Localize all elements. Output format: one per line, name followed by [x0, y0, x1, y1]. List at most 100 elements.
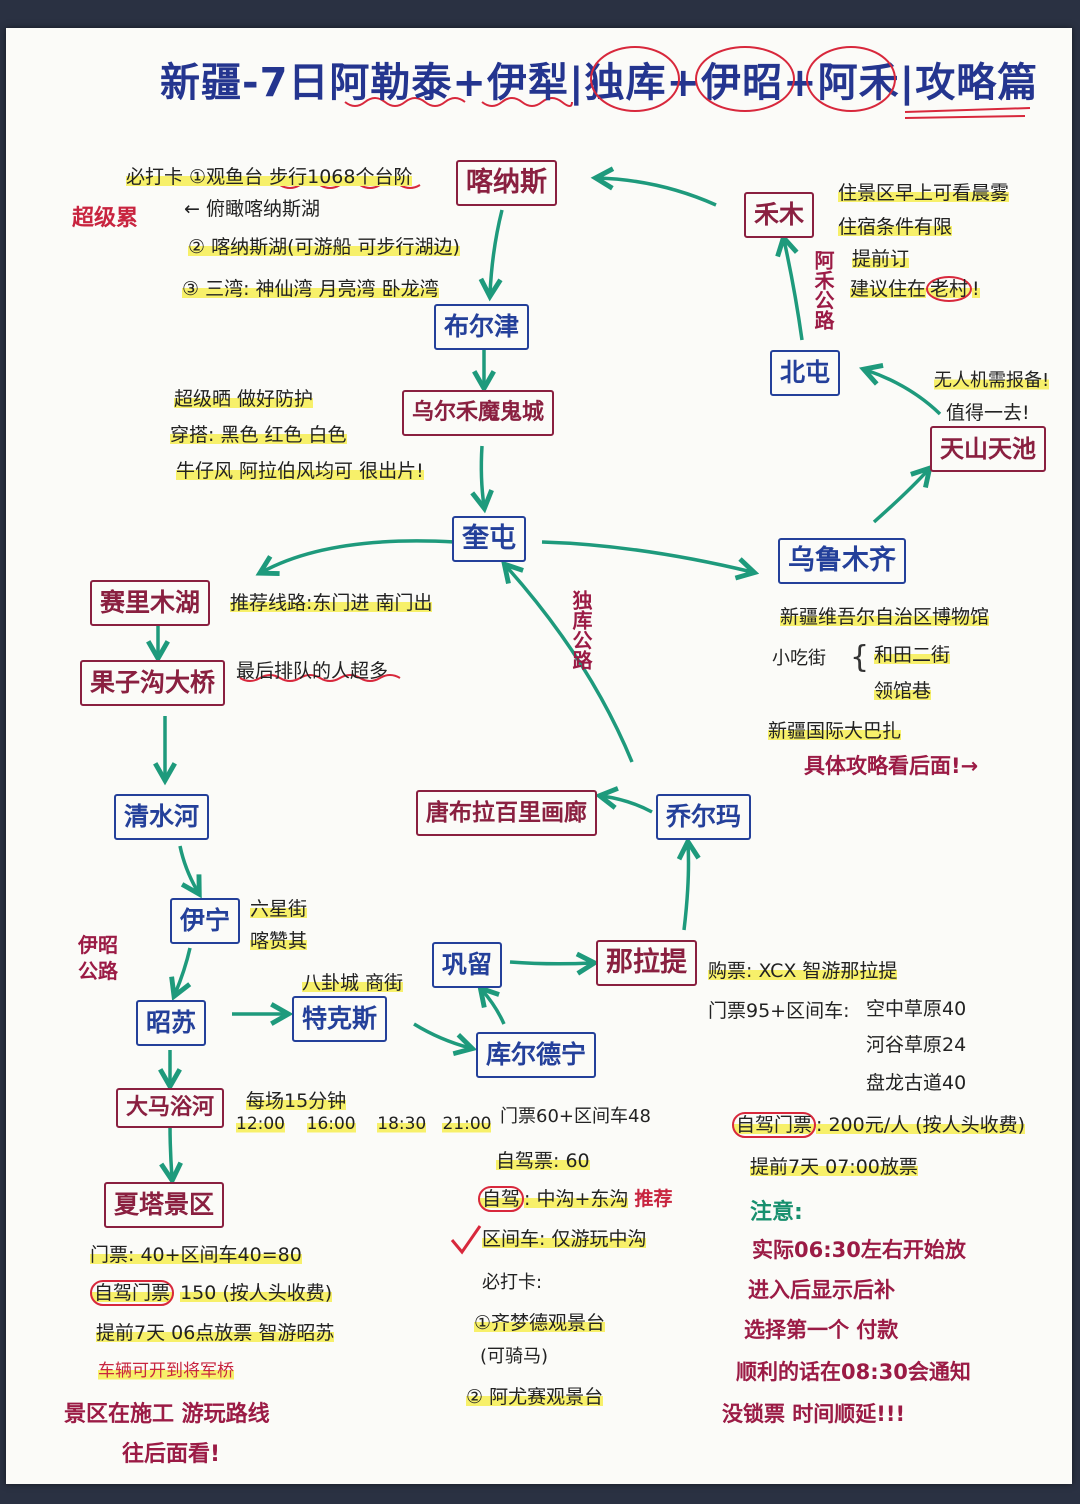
kanas-note-2: ← 俯瞰喀纳斯湖 [184, 198, 320, 220]
title-circle-duku [590, 46, 680, 112]
kuerdening-note-5: 必打卡: [482, 1272, 543, 1293]
underline-guozigou-note [239, 674, 401, 682]
damayuhe-times: 12:00 16:00 18:30 21:00 [236, 1114, 492, 1134]
nalati-option-3: 盘龙古道40 [866, 1072, 967, 1094]
yining-note-1: 六星街 [250, 898, 308, 920]
nalati-note-8: 顺利的话在08:30会通知 [736, 1360, 971, 1384]
node-xiata[interactable]: 夏塔景区 [104, 1182, 225, 1228]
time-4: 21:00 [442, 1114, 492, 1134]
kuerdening-note-7: (可骑马) [480, 1346, 549, 1367]
xiata-note-3: 提前7天 06点放票 智游昭苏 [96, 1322, 335, 1344]
nalati-note-3: 自驾门票: 200元/人 (按人头收费) [732, 1110, 1025, 1138]
nalati-note-7: 选择第一个 付款 [744, 1318, 899, 1342]
title-underline-1 [344, 97, 466, 107]
node-qiaoerma[interactable]: 乔尔玛 [656, 794, 752, 840]
node-urumqi[interactable]: 乌鲁木齐 [778, 538, 906, 584]
node-tangbula[interactable]: 唐布拉百里画廊 [416, 790, 597, 836]
xiata-note-2: 自驾门票 150 (按人头收费) [90, 1278, 333, 1306]
hemu-note-2: 住宿条件有限 [838, 216, 953, 238]
arrow-kuerdening-gongliu [482, 990, 506, 1025]
road-yizhao-label: 伊昭公路 [78, 933, 118, 983]
arrow-nalati-qiaoerma [684, 844, 689, 931]
tianchi-note-1: 无人机需报备! [934, 370, 1050, 391]
nalati-note-1: 购票: XCX 智游那拉提 [708, 960, 898, 982]
node-zhaosu[interactable]: 昭苏 [136, 1000, 207, 1046]
node-hemu[interactable]: 禾木 [744, 192, 815, 238]
wuerhe-note-1: 超级晒 做好防护 [174, 388, 314, 410]
kanas-note-4: ③ 三湾: 神仙湾 月亮湾 卧龙湾 [182, 278, 439, 300]
nalati-note-5: 实际06:30左右开始放 [752, 1238, 966, 1262]
node-gongliu[interactable]: 巩留 [432, 942, 503, 988]
urumqi-snack-1: 和田二街 [874, 644, 951, 666]
kuerdening-note-3: 自驾: 中沟+东沟 推荐 [478, 1184, 672, 1212]
arrow-gongliu-nalati [509, 962, 592, 964]
node-kuerdening[interactable]: 库尔德宁 [476, 1032, 597, 1078]
arrow-kanas-buerjin [490, 209, 504, 294]
arrow-yining-zhaosu [175, 947, 192, 994]
nalati-note-6: 进入后显示后补 [748, 1278, 895, 1302]
xiata-note-4: 车辆可开到将军桥 [98, 1361, 234, 1381]
arrow-damayuhe-xiata [170, 1123, 172, 1178]
xiata-note-6: 往后面看! [122, 1442, 221, 1467]
kuerdening-note-6: ①齐梦德观景台 [474, 1312, 606, 1334]
title-underline-4 [904, 115, 1026, 119]
nalati-option-2: 河谷草原24 [866, 1034, 967, 1056]
node-nalati[interactable]: 那拉提 [596, 940, 697, 986]
nalati-note-4: 提前7天 07:00放票 [750, 1156, 918, 1178]
nalati-attention: 注意: [750, 1200, 803, 1225]
title-underline-2 [481, 97, 573, 107]
node-sailimu[interactable]: 赛里木湖 [90, 580, 211, 626]
arrow-hemu-kanas [598, 178, 717, 207]
node-beitun[interactable]: 北屯 [770, 350, 841, 396]
wuerhe-note-2: 穿搭: 黑色 红色 白色 [170, 424, 347, 446]
yining-note-2: 喀赞其 [250, 930, 308, 952]
arrow-qiaoerma-kuitun [506, 566, 634, 763]
kuerdening-note-4: 区间车: 仅游玩中沟 [482, 1228, 647, 1250]
nalati-note-9: 没锁票 时间顺延!!! [722, 1402, 906, 1426]
hemu-note-3: 提前订 [852, 248, 910, 270]
arrow-tianchi-beitun [866, 370, 942, 416]
damayuhe-note: 每场15分钟 [246, 1090, 347, 1112]
kuerdening-note-2: 自驾票: 60 [496, 1150, 590, 1172]
xiata-note-1: 门票: 40+区间车40=80 [90, 1244, 302, 1266]
check-mark [450, 1225, 482, 1255]
hemu-note-4: 建议住在老村! [850, 276, 980, 302]
xiata-note-5: 景区在施工 游玩路线 [64, 1402, 270, 1427]
arrow-wuerhe-kuitun [481, 445, 484, 506]
arrow-urumqi-tianchi [872, 470, 928, 524]
node-damayuhe[interactable]: 大马浴河 [116, 1088, 225, 1128]
node-kuitun[interactable]: 奎屯 [452, 516, 526, 562]
sailimu-note: 推荐线路:东门进 南门出 [230, 592, 433, 614]
arrow-kuitun-sailimu [262, 539, 456, 572]
time-1: 12:00 [236, 1114, 285, 1134]
node-yining[interactable]: 伊宁 [170, 898, 241, 944]
node-qingshuihe[interactable]: 清水河 [114, 794, 210, 840]
kuerdening-note-8: ② 阿尤赛观景台 [466, 1386, 604, 1408]
urumqi-note-3: 具体攻略看后面!→ [804, 754, 979, 778]
title-circle-yizhao [695, 46, 795, 112]
nalati-option-1: 空中草原40 [866, 998, 967, 1020]
guozigou-note: 最后排队的人超多 [236, 660, 389, 682]
wuerhe-note-3: 牛仔风 阿拉伯风均可 很出片! [176, 460, 424, 482]
urumqi-brace: { [850, 640, 870, 675]
node-tekesi[interactable]: 特克斯 [292, 996, 388, 1042]
arrow-tekesi-kuerdening [413, 1022, 470, 1048]
kanas-note-3: ② 喀纳斯湖(可游船 可步行湖边) [188, 236, 460, 258]
time-2: 16:00 [306, 1114, 356, 1134]
node-buerjin[interactable]: 布尔津 [434, 304, 530, 350]
node-guozigou[interactable]: 果子沟大桥 [80, 660, 226, 706]
tekesi-note: 八卦城 商街 [302, 972, 404, 994]
title-circle-ahe [806, 46, 896, 112]
hemu-note-1: 住景区早上可看晨雾 [838, 182, 1010, 204]
urumqi-snack-label: 小吃街 [772, 648, 826, 669]
arrow-beitun-hemu [784, 240, 804, 341]
urumqi-snack-2: 领馆巷 [874, 680, 932, 702]
kanas-note-tired: 超级累 [72, 206, 139, 231]
kanas-note-1: 必打卡 ①观鱼台 步行1068个台阶 [126, 166, 413, 188]
time-3: 18:30 [377, 1114, 427, 1134]
node-wuerhe[interactable]: 乌尔禾魔鬼城 [402, 390, 555, 436]
urumqi-note-1: 新疆维吾尔自治区博物馆 [780, 606, 990, 628]
node-tianchi[interactable]: 天山天池 [930, 426, 1046, 472]
node-kanas[interactable]: 喀纳斯 [456, 160, 557, 206]
